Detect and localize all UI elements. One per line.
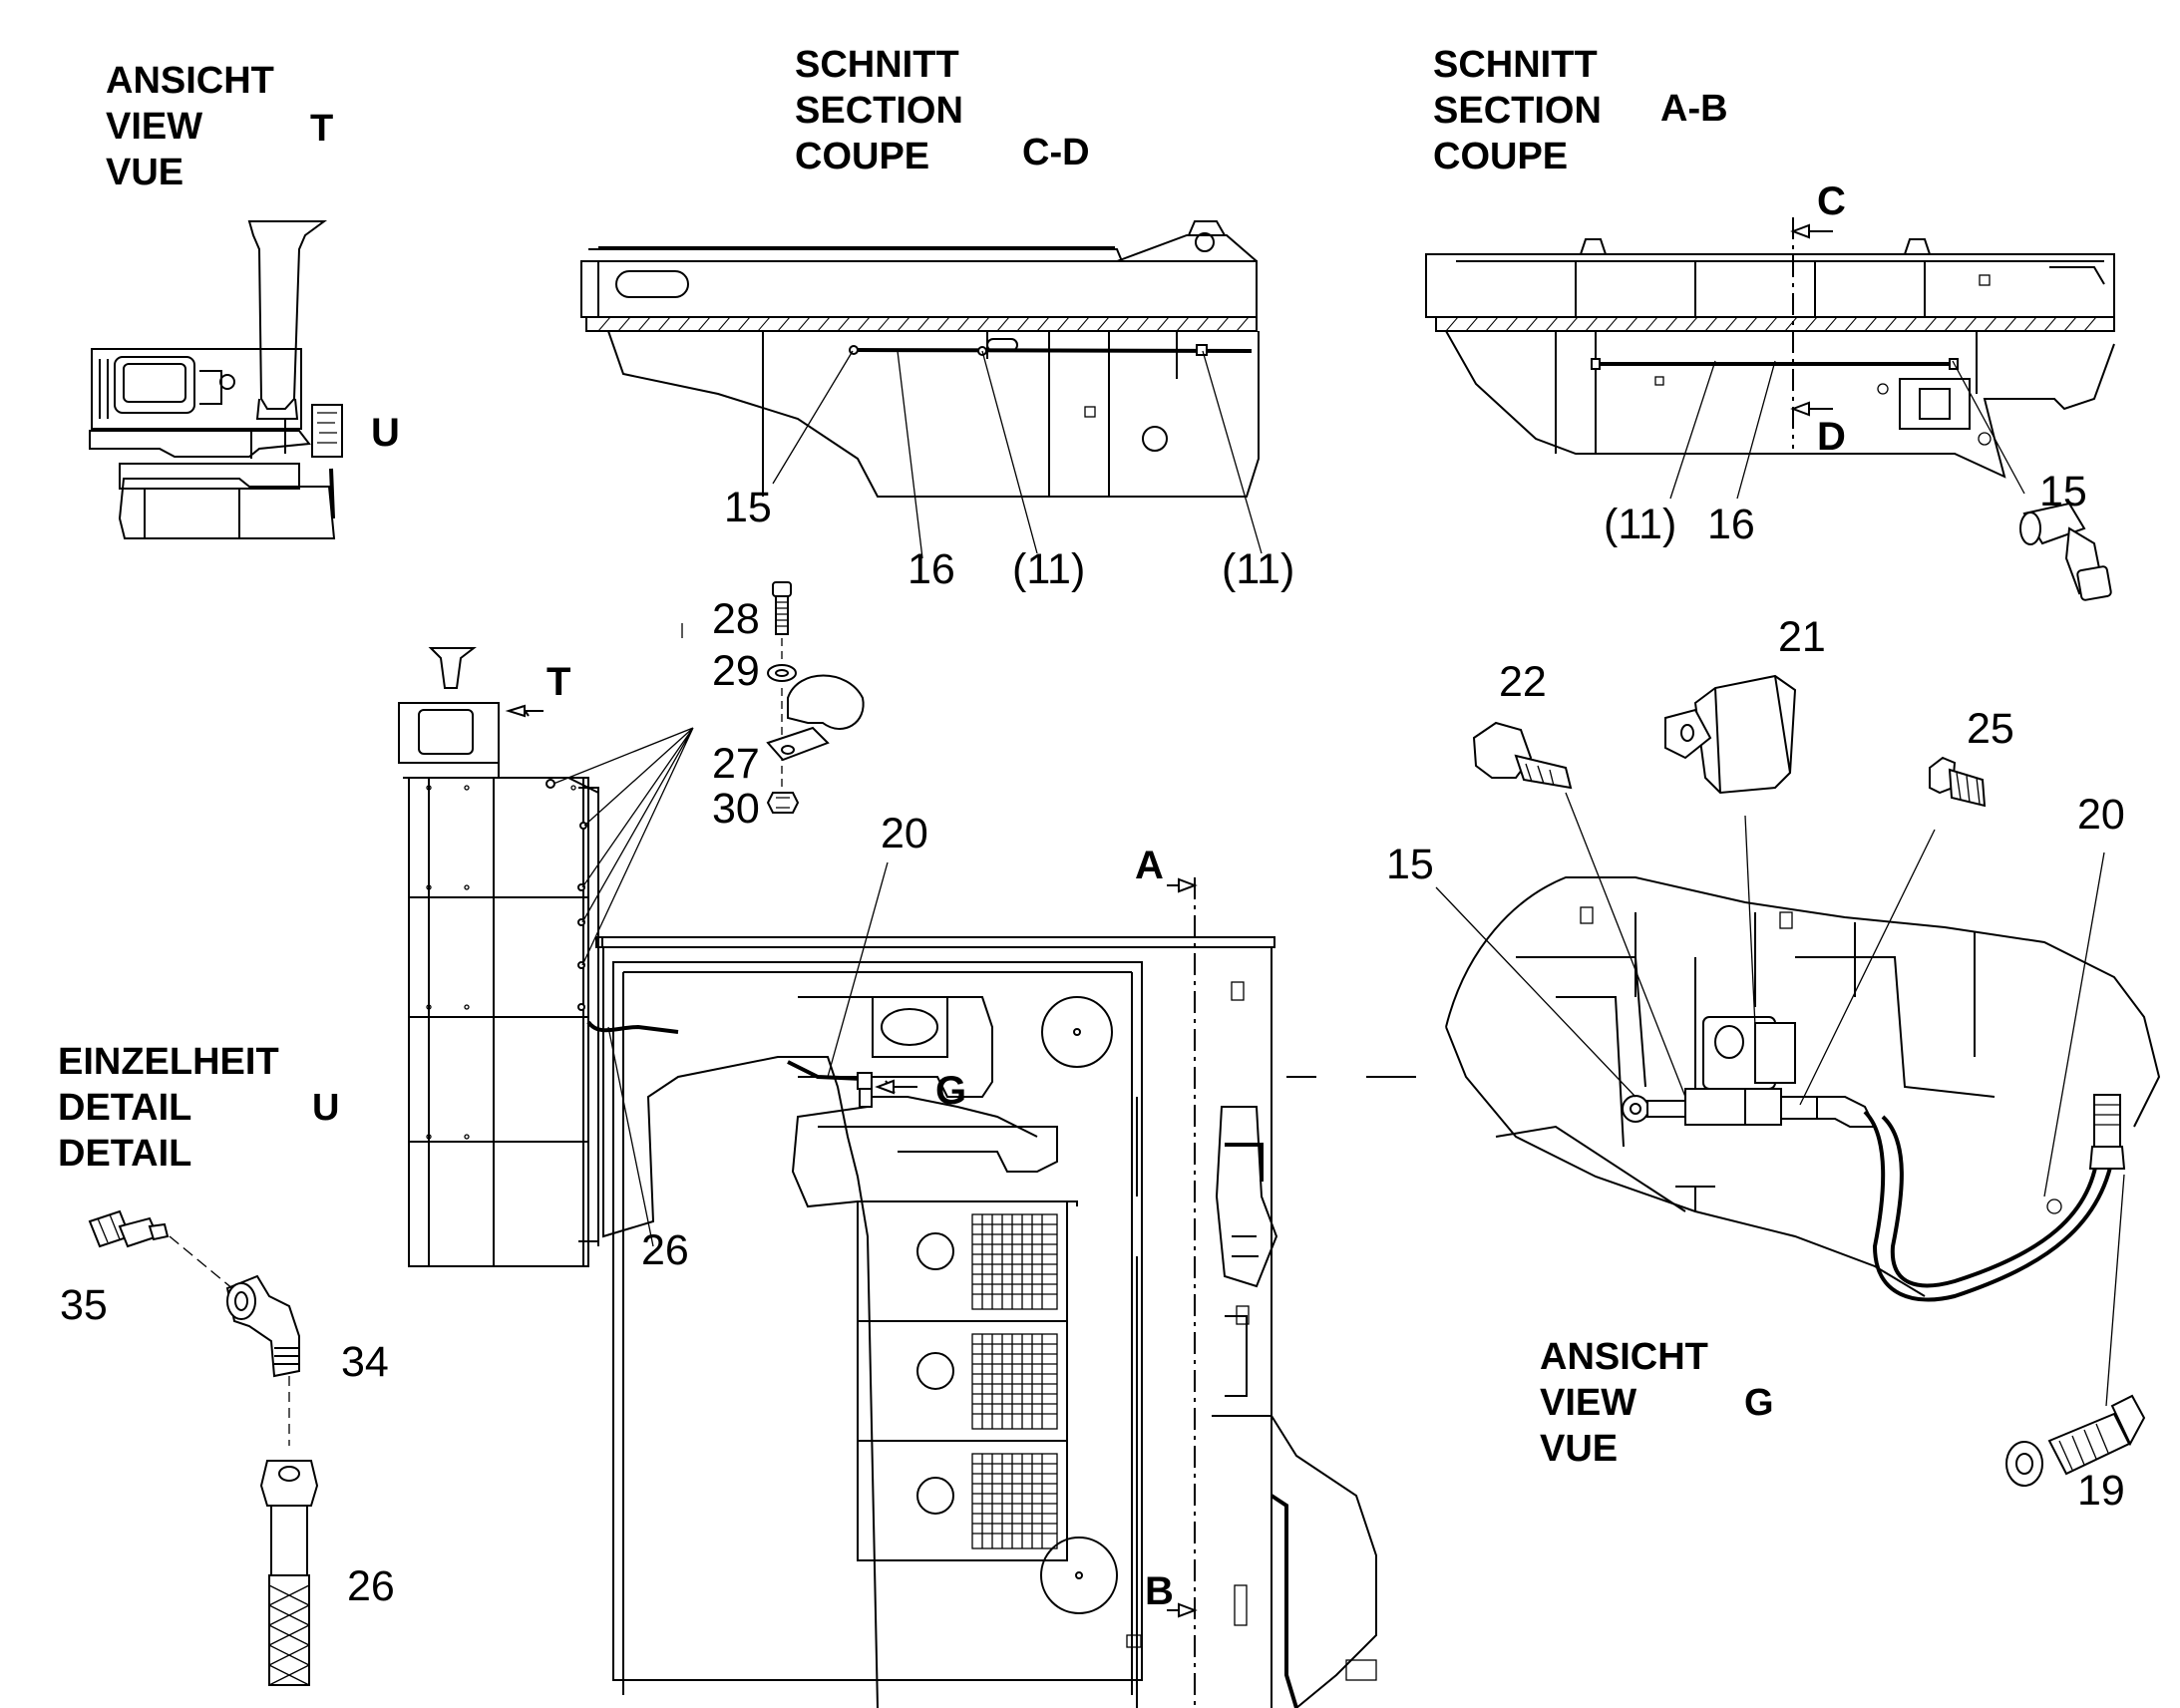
view-g-drawing — [1286, 674, 2161, 1487]
view-t-title-line-1: ANSICHT — [106, 60, 274, 102]
view-marker-c: C — [1817, 179, 1846, 223]
view-g-title-ref: G — [1744, 1382, 1774, 1424]
view-marker-d: D — [1817, 415, 1846, 459]
view-marker-t: T — [546, 660, 571, 704]
section-cd-title-ref: C-D — [1022, 132, 1090, 173]
view-marker-a: A — [1135, 844, 1164, 887]
view-t-title-line-2: VIEW — [106, 106, 203, 148]
view-g-title-line-2: VIEW — [1540, 1382, 1637, 1424]
section-ab-title-line-2: SECTION — [1433, 90, 1602, 132]
main-frame-drawing — [595, 861, 1377, 1708]
callout-g-19: 19 — [2077, 1467, 2125, 1515]
section-cd-title-line-3: COUPE — [795, 136, 930, 177]
section-cd-title: SCHNITT SECTION COUPE C-D — [795, 42, 1090, 179]
detail-u-title-ref: U — [312, 1087, 340, 1129]
callout-cd-11b: (11) — [1222, 545, 1295, 593]
section-cd-title-line-1: SCHNITT — [795, 44, 959, 86]
callout-u-26: 26 — [347, 1562, 395, 1610]
callout-main-26: 26 — [641, 1226, 689, 1274]
section-ab-title: SCHNITT SECTION COUPE A-B — [1433, 42, 1728, 179]
callout-g-25: 25 — [1967, 705, 2014, 753]
section-cd-title-line-2: SECTION — [795, 90, 963, 132]
callout-29: 29 — [712, 647, 760, 695]
view-marker-u: U — [371, 411, 400, 455]
callout-cd-15: 15 — [724, 484, 772, 531]
view-g-title-line-3: VUE — [1540, 1428, 1619, 1470]
callout-g-15: 15 — [1386, 841, 1434, 888]
callout-ab-16: 16 — [1707, 501, 1755, 548]
view-t-title-line-3: VUE — [106, 152, 184, 193]
section-ab-drawing — [1425, 217, 2115, 601]
view-g-title-line-1: ANSICHT — [1540, 1336, 1708, 1378]
view-marker-g: G — [935, 1069, 967, 1113]
detail-u-drawing — [88, 1209, 319, 1686]
clamp-assembly-drawing — [766, 581, 865, 814]
callout-ab-11: (11) — [1604, 501, 1677, 548]
callout-u-34: 34 — [341, 1338, 389, 1386]
callout-u-35: 35 — [60, 1281, 108, 1329]
detail-u-title-line-3: DETAIL — [58, 1133, 192, 1175]
section-ab-title-line-3: COUPE — [1433, 136, 1569, 177]
detail-u-title: EINZELHEIT DETAIL DETAIL U — [58, 1039, 339, 1177]
detail-u-title-line-2: DETAIL — [58, 1087, 192, 1129]
callout-g-22: 22 — [1499, 658, 1547, 706]
callout-main-20: 20 — [881, 810, 928, 857]
callout-ab-15: 15 — [2039, 468, 2087, 515]
callout-cd-11a: (11) — [1012, 545, 1086, 593]
section-ab-title-ref: A-B — [1660, 88, 1728, 130]
callout-cd-16: 16 — [908, 545, 955, 593]
section-ab-title-line-1: SCHNITT — [1433, 44, 1598, 86]
callout-g-20: 20 — [2077, 791, 2125, 839]
detail-u-title-line-1: EINZELHEIT — [58, 1041, 279, 1083]
view-t-title: ANSICHT VIEW VUE T — [106, 58, 333, 195]
callout-28: 28 — [712, 595, 760, 643]
callout-27: 27 — [712, 740, 760, 788]
callout-g-21: 21 — [1778, 613, 1826, 661]
view-t-title-ref: T — [310, 108, 334, 150]
view-marker-b: B — [1145, 1569, 1174, 1613]
cabin-side-drawing — [398, 647, 694, 1267]
view-g-title: ANSICHT VIEW VUE G — [1540, 1334, 1774, 1472]
callout-30: 30 — [712, 785, 760, 833]
section-cd-drawing — [580, 220, 1263, 559]
view-t-drawing — [89, 220, 343, 539]
